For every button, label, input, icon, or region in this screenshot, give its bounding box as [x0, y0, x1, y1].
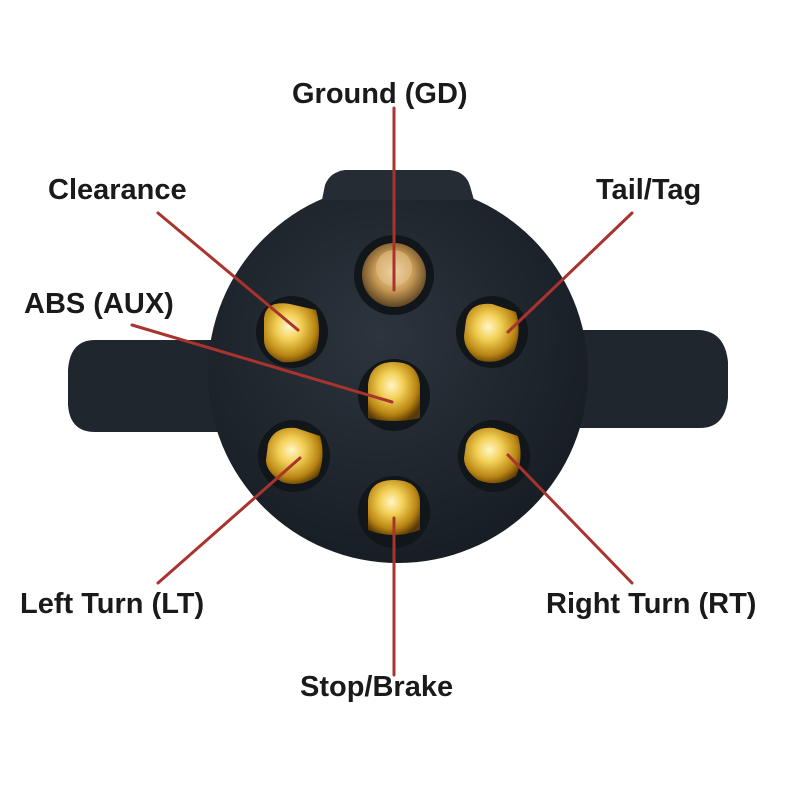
right-pin — [458, 420, 530, 492]
clearance-label: Clearance — [48, 174, 187, 206]
right-leader — [506, 453, 634, 585]
clearance-leader — [156, 211, 300, 332]
left-leader — [156, 456, 302, 585]
left-turn-label: Left Turn (LT) — [20, 588, 205, 620]
right-tab — [580, 330, 728, 428]
clearance-pin — [256, 296, 328, 368]
left-tab — [68, 340, 220, 432]
ground-label: Ground (GD) — [292, 78, 468, 110]
tail-pin — [456, 296, 528, 368]
left-pin — [258, 420, 330, 492]
abs-pin — [358, 359, 430, 431]
abs-label: ABS (AUX) — [24, 288, 174, 320]
abs-leader — [130, 323, 394, 404]
tail-leader — [506, 211, 634, 334]
stop-brake-label: Stop/Brake — [300, 671, 454, 703]
top-key — [322, 170, 474, 200]
right-turn-label: Right Turn (RT) — [546, 588, 757, 620]
stop-pin — [358, 476, 430, 548]
tail-label: Tail/Tag — [596, 174, 702, 206]
